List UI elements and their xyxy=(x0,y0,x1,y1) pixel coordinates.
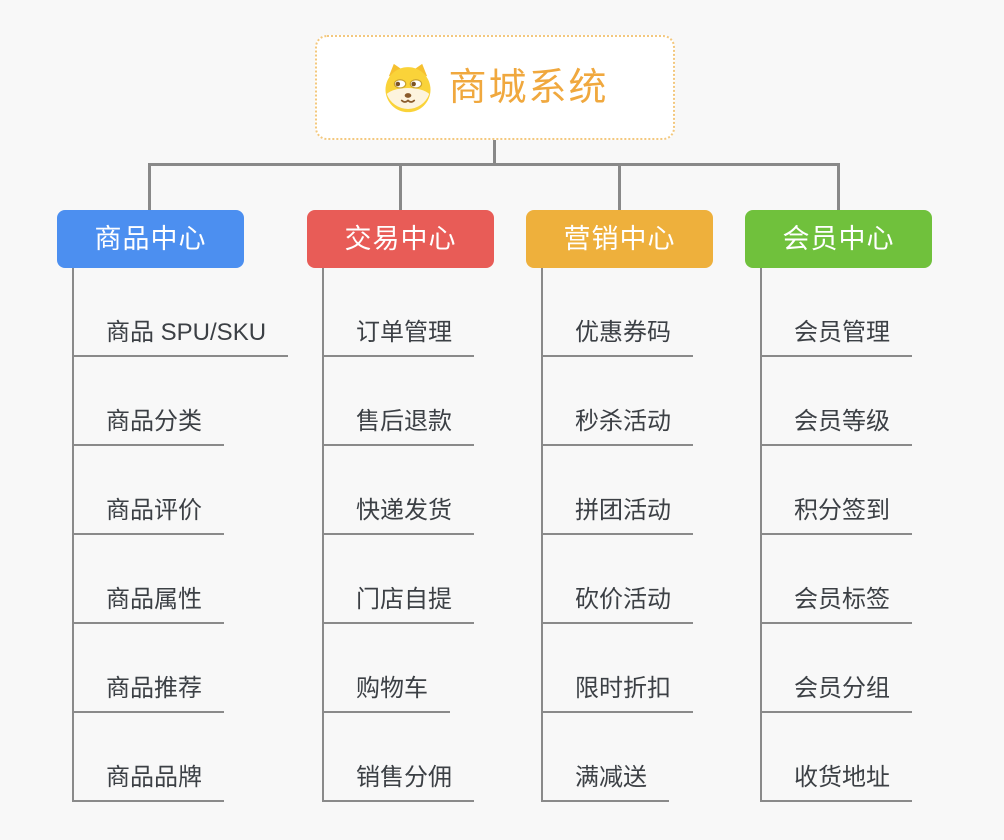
connector-line xyxy=(148,163,840,166)
leaf-topic[interactable]: 收货地址 xyxy=(760,760,912,802)
root-node[interactable]: 商城系统 xyxy=(315,35,675,140)
leaf-topic[interactable]: 限时折扣 xyxy=(541,671,693,713)
leaf-topic[interactable]: 商品 SPU/SKU xyxy=(72,315,289,357)
connector-line xyxy=(837,163,840,210)
connector-line xyxy=(148,163,151,210)
leaf-topic[interactable]: 会员等级 xyxy=(760,404,912,446)
branch-node-member-center[interactable]: 会员中心 xyxy=(745,210,932,268)
leaf-topic[interactable]: 商品评价 xyxy=(72,493,224,535)
leaf-topic[interactable]: 会员管理 xyxy=(760,315,912,357)
leaf-topic[interactable]: 商品品牌 xyxy=(72,760,224,802)
leaf-topic[interactable]: 商品属性 xyxy=(72,582,224,624)
branch-node-marketing-center[interactable]: 营销中心 xyxy=(526,210,713,268)
branch-node-product-center[interactable]: 商品中心 xyxy=(57,210,244,268)
leaf-topic[interactable]: 商品推荐 xyxy=(72,671,224,713)
leaf-topic[interactable]: 砍价活动 xyxy=(541,582,693,624)
leaf-topic[interactable]: 优惠券码 xyxy=(541,315,693,357)
connector-line xyxy=(399,163,402,210)
leaf-topic[interactable]: 会员标签 xyxy=(760,582,912,624)
leaf-topic[interactable]: 积分签到 xyxy=(760,493,912,535)
leaf-topic[interactable]: 商品分类 xyxy=(72,404,224,446)
leaf-topic[interactable]: 快递发货 xyxy=(322,493,474,535)
branch-node-trade-center[interactable]: 交易中心 xyxy=(307,210,494,268)
root-title: 商城系统 xyxy=(448,66,609,109)
connector-line xyxy=(618,163,621,210)
connector-line xyxy=(493,140,496,164)
leaf-topic[interactable]: 秒杀活动 xyxy=(541,404,693,446)
leaf-topic[interactable]: 订单管理 xyxy=(322,315,474,357)
leaf-topic[interactable]: 满减送 xyxy=(541,760,669,802)
leaf-topic[interactable]: 销售分佣 xyxy=(322,760,474,802)
leaf-topic[interactable]: 购物车 xyxy=(322,671,450,713)
leaf-topic[interactable]: 售后退款 xyxy=(322,404,474,446)
leaf-topic[interactable]: 门店自提 xyxy=(322,582,474,624)
leaf-topic[interactable]: 拼团活动 xyxy=(541,493,693,535)
dog-face-icon xyxy=(381,63,435,113)
leaf-topic[interactable]: 会员分组 xyxy=(760,671,912,713)
